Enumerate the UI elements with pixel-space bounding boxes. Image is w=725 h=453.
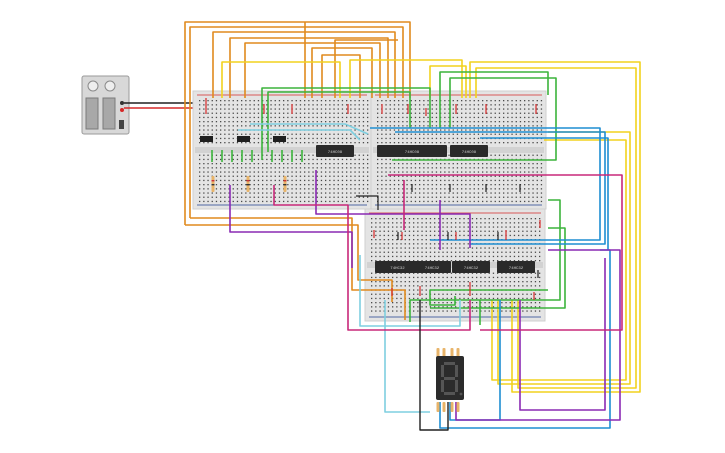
chip-label: 74HC08 [328,151,343,155]
wire[interactable] [250,123,369,135]
resistor[interactable] [283,176,287,192]
wire[interactable] [311,47,373,98]
resistor[interactable] [442,348,446,358]
wire[interactable] [429,289,548,306]
wire[interactable] [267,91,411,152]
ic-chip[interactable]: 74HC32 [452,261,490,273]
wire[interactable] [356,195,379,210]
transistor[interactable] [237,136,250,142]
ic-chip[interactable]: 74HC08 [316,145,354,157]
ic-chips: 74HC08 74HC08 74HC08 74HC32 74HC32 74HC32 74HC… [316,145,535,273]
wire[interactable] [190,217,406,320]
wire[interactable] [455,249,621,421]
power-leads [124,102,195,109]
chip-label: 74HC08 [462,151,477,155]
wire[interactable] [430,227,566,309]
wire[interactable] [334,39,398,98]
wire[interactable] [480,137,609,250]
ic-chip[interactable]: 74HC08 [377,145,447,157]
wire[interactable] [321,54,361,98]
chip-label: 74HC32 [390,267,405,271]
wire[interactable] [238,129,361,141]
resistor[interactable] [246,176,250,192]
ic-chip[interactable]: 74HC32 [375,261,420,273]
components [200,136,460,412]
wire[interactable] [439,71,549,128]
chip-label: 74HC32 [425,267,440,271]
wire[interactable] [349,59,463,98]
transistor[interactable] [273,136,286,142]
ic-chip[interactable]: 74HC08 [450,145,488,157]
wire[interactable] [273,185,471,331]
resistor[interactable] [450,402,454,412]
resistor[interactable] [436,402,440,412]
wire[interactable] [475,67,637,389]
breadboards [192,90,547,322]
wire[interactable] [519,258,606,411]
resistor[interactable] [456,348,460,358]
wire[interactable] [221,61,341,98]
chip-label: 74HC32 [509,267,524,271]
chip-label: 74HC32 [464,267,479,271]
resistor[interactable] [211,176,215,192]
resistor[interactable] [436,348,440,358]
wire[interactable] [419,300,449,431]
wire[interactable] [315,170,471,248]
wire[interactable] [244,42,381,98]
wire[interactable] [409,199,561,322]
wire[interactable] [189,26,404,218]
chip-label: 74HC08 [405,151,420,155]
seven-segment-display[interactable] [436,356,464,400]
seven-segment-display-icon [441,362,463,396]
wire[interactable] [229,185,353,268]
wire[interactable] [370,127,601,241]
power-supply[interactable] [81,75,130,135]
wire[interactable] [388,174,623,331]
transistor[interactable] [200,136,213,142]
wire[interactable] [395,131,606,245]
wire[interactable] [229,37,389,98]
resistor[interactable] [442,402,446,412]
wire[interactable] [384,300,430,413]
wire[interactable] [469,61,641,393]
wire[interactable] [212,31,396,98]
wire[interactable] [359,255,461,327]
resistor[interactable] [450,348,454,358]
wires[interactable] [184,21,641,431]
wire[interactable] [491,139,627,381]
wire[interactable] [185,224,393,302]
ic-chip[interactable]: 74HC32 [413,261,451,273]
resistor[interactable] [456,402,460,412]
ic-chip[interactable]: 74HC32 [497,261,535,273]
wire[interactable] [429,65,467,98]
wire[interactable] [392,77,557,161]
